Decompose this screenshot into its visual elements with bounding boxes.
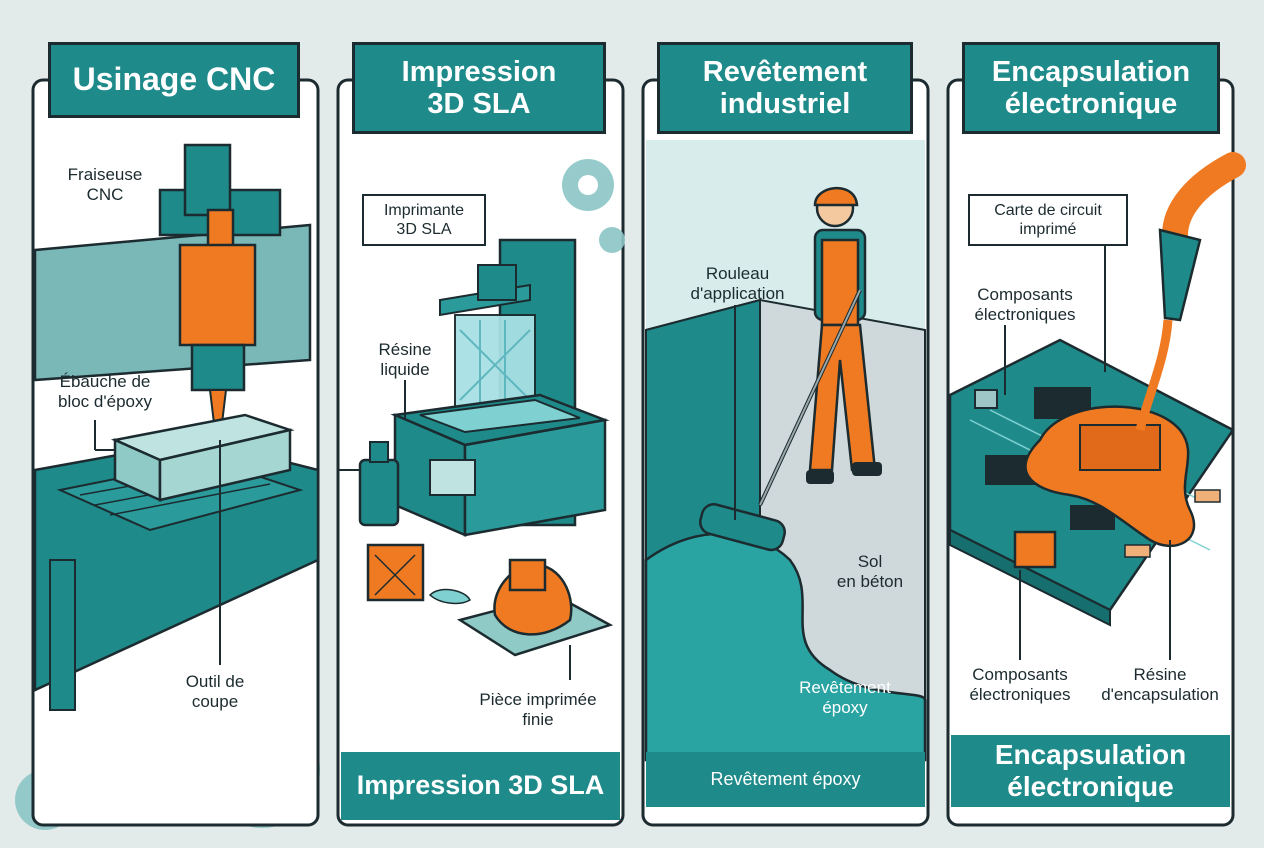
- label-cnc-machine: Fraiseuse CNC: [67, 165, 143, 205]
- panel-cnc: [31, 78, 320, 827]
- panel-title-cnc: Usinage CNC: [48, 42, 300, 118]
- label-sla-printer: Imprimante 3D SLA: [362, 194, 486, 247]
- label-circuit-board: Carte de circuit imprimé: [968, 194, 1128, 247]
- label-application-roller: Rouleau d'application: [690, 264, 785, 304]
- panel-title-sla: Impression 3D SLA: [352, 42, 606, 134]
- label-epoxy-block: Ébauche de bloc d'époxy: [58, 372, 152, 412]
- label-liquid-resin: Résine liquide: [378, 340, 432, 380]
- panel-footer-electronics: Encapsulation électronique: [951, 735, 1230, 807]
- panel-electronics: [946, 78, 1246, 827]
- label-epoxy-coating: Revêtement époxy: [799, 678, 891, 718]
- label-potting-resin: Résine d'encapsulation: [1101, 665, 1219, 705]
- panel-footer-sla: Impression 3D SLA: [341, 752, 620, 820]
- label-components-top: Composants électroniques: [974, 285, 1076, 325]
- label-components-bottom: Composants électroniques: [969, 665, 1071, 705]
- panel-sla: [336, 78, 625, 827]
- label-cutting-tool: Outil de coupe: [185, 672, 245, 712]
- panel-footer-coating: Revêtement époxy: [646, 752, 925, 807]
- label-finished-part: Pièce imprimée finie: [479, 690, 597, 730]
- label-concrete-floor: Sol en béton: [836, 552, 904, 592]
- panel-title-electronics: Encapsulation électronique: [962, 42, 1220, 134]
- panel-coating: [641, 78, 930, 827]
- panel-title-coating: Revêtement industriel: [657, 42, 913, 134]
